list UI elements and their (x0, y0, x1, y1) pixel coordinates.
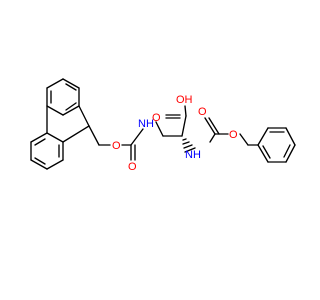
fluorene-five-ring (46, 105, 90, 143)
cbz-ester-oxygen-label: O (229, 129, 238, 141)
backbone (155, 105, 187, 137)
hydroxyl-label: OH (176, 94, 193, 106)
carbonyl-oxygen-label: O (128, 161, 137, 173)
cbz-carbonyl-oxygen-label: O (198, 106, 207, 118)
fluorene-top-ring (46, 78, 80, 116)
alpha-nh-label: NH (185, 149, 201, 161)
benzyl-ring (257, 127, 296, 163)
stereo-hash-bond (182, 138, 196, 153)
acid-carbonyl-oxygen-label: O (152, 112, 161, 124)
structure-diagram: O O NH OH O NH O O (30, 78, 296, 173)
amine-nh-label: NH (138, 118, 154, 130)
fluorene-bottom-ring (30, 132, 64, 170)
ester-oxygen-label: O (112, 140, 121, 152)
structure-canvas: O O NH OH O NH O O (30, 78, 296, 173)
cbz-carbamate (204, 117, 259, 146)
fmoc-carbamate (88, 125, 144, 161)
